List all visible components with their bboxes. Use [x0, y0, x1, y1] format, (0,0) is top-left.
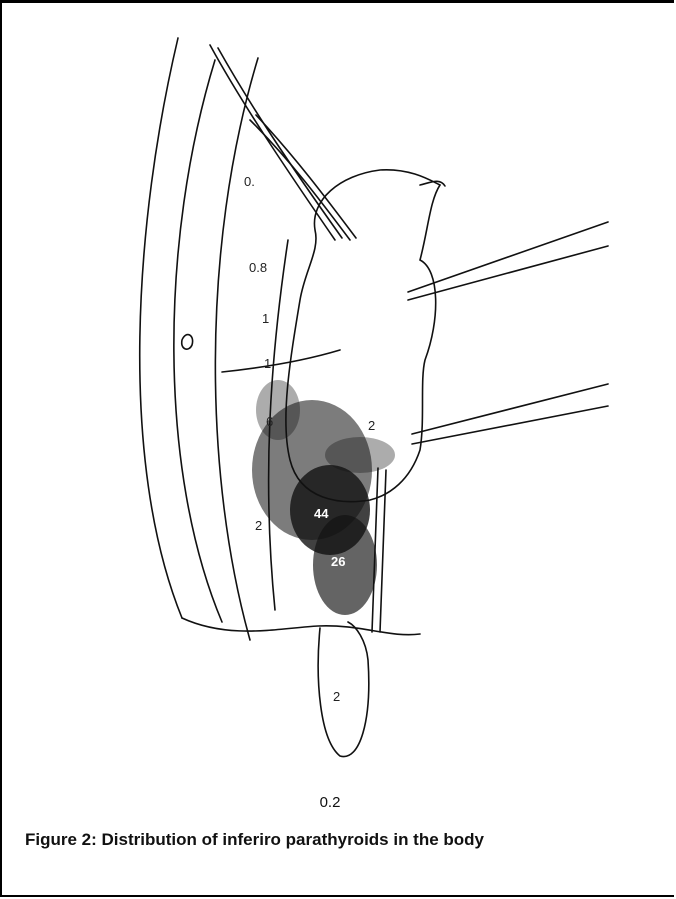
- label-n2-right: 2: [368, 418, 375, 433]
- outer-line-3: [215, 58, 258, 640]
- vertical-vessel-2: [380, 470, 386, 632]
- thymus: [318, 622, 369, 757]
- retractor-2b: [412, 406, 608, 444]
- retractor-2: [412, 384, 608, 434]
- label-n2-thymus: 2: [333, 689, 340, 704]
- vessel-branch: [222, 350, 340, 372]
- density-region: [252, 380, 395, 615]
- outer-line-1: [140, 38, 182, 618]
- nerve-3: [250, 120, 350, 240]
- label-n2-left: 2: [255, 518, 262, 533]
- retractor-1b: [408, 246, 608, 300]
- bottom-value: 0.2: [0, 794, 660, 811]
- retractor-1: [408, 222, 608, 292]
- thyroid-horn: [420, 181, 445, 186]
- figure-caption: Figure 2: Distribution of inferiro parat…: [25, 830, 665, 850]
- vessel-loop: [182, 335, 193, 350]
- label-n08: 0.8: [249, 260, 267, 275]
- label-n1b: 1: [264, 356, 271, 371]
- label-n1a: 1: [262, 311, 269, 326]
- base-line: [182, 618, 420, 635]
- label-n26: 26: [331, 554, 345, 569]
- label-n0: 0.: [244, 174, 255, 189]
- label-n44: 44: [314, 506, 329, 521]
- label-n6: 6: [266, 414, 273, 429]
